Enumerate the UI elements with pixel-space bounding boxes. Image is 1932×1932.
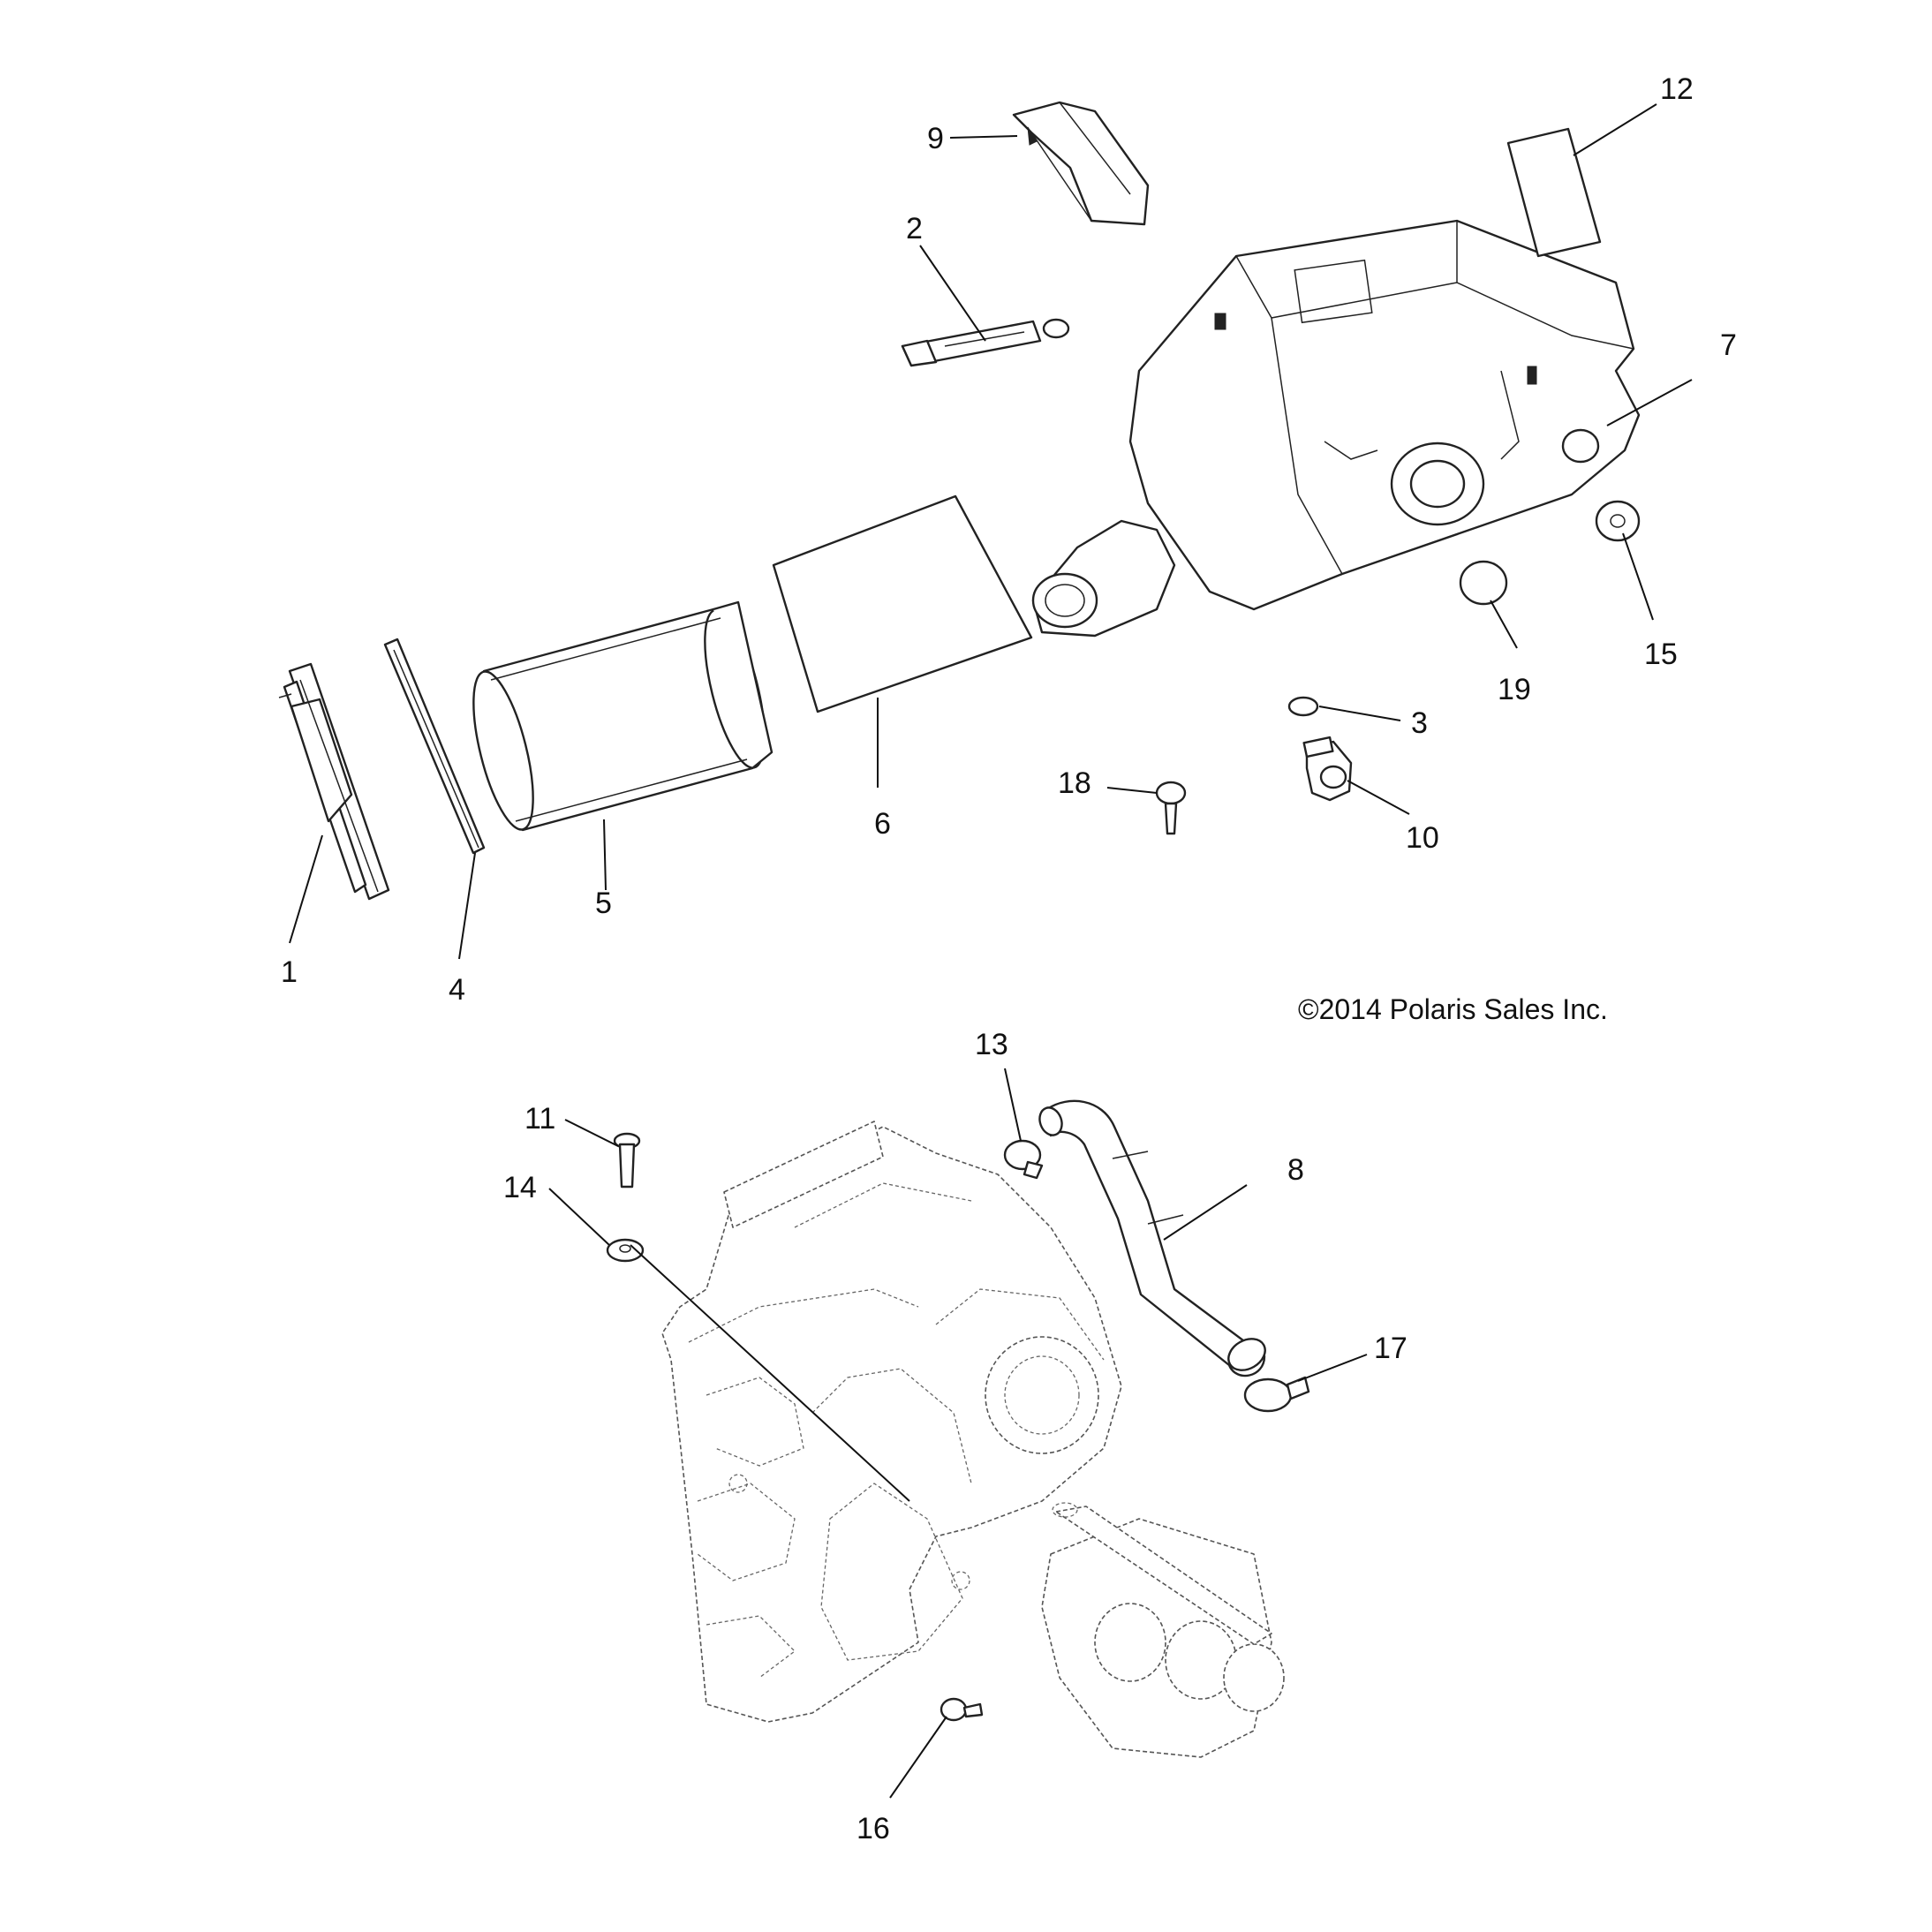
part-16-screw [940, 1697, 984, 1722]
callout-13: 13 [975, 1028, 1008, 1061]
part-13-hose-clamp [1003, 1139, 1044, 1180]
part-6-pre-filter [772, 494, 1033, 713]
part-10-drain-valve [1302, 736, 1353, 802]
part-3-o-ring [1287, 696, 1319, 717]
callout-10: 10 [1406, 821, 1439, 855]
part-2-strap [901, 318, 1070, 367]
part-12-foam-block [1506, 127, 1602, 258]
part-14-washer [606, 1238, 645, 1263]
part-1-airbox-cover [278, 662, 390, 901]
callout-6: 6 [874, 807, 891, 841]
part-9-cover-plate [1012, 101, 1150, 226]
callout-19: 19 [1498, 673, 1531, 706]
callout-12: 12 [1660, 72, 1694, 106]
part-7-airbox-housing [1031, 219, 1641, 638]
callout-8: 8 [1287, 1153, 1304, 1187]
assembled-airbox-ghost [661, 1121, 1122, 1723]
callout-17: 17 [1374, 1332, 1407, 1365]
callout-9: 9 [927, 122, 944, 155]
part-11-bolt [613, 1132, 641, 1189]
part-5-air-filter [472, 600, 774, 832]
part-18-clip [1155, 781, 1187, 835]
callout-18: 18 [1058, 766, 1091, 800]
callout-labels: 1 2 3 4 5 6 7 8 9 10 11 12 13 14 15 16 1… [281, 72, 1737, 1845]
callout-5: 5 [595, 887, 612, 920]
callout-14: 14 [503, 1171, 537, 1204]
callout-11: 11 [525, 1102, 555, 1136]
copyright-notice: ©2014 Polaris Sales Inc. [1298, 993, 1608, 1025]
leader-lines-bottom [548, 1068, 1368, 1799]
callout-7: 7 [1720, 328, 1737, 362]
callout-3: 3 [1411, 706, 1428, 740]
part-15-grommet [1595, 500, 1641, 542]
part-19-grommet [1459, 560, 1508, 606]
callout-1: 1 [281, 955, 298, 989]
callout-16: 16 [857, 1812, 890, 1845]
callout-2: 2 [906, 212, 923, 245]
part-8-breather-hose [1038, 1099, 1266, 1377]
part-17-hose-clamp [1243, 1376, 1310, 1413]
callout-15: 15 [1644, 638, 1678, 671]
throttle-body-ghost [1041, 1502, 1285, 1758]
leader-lines-top [289, 103, 1693, 960]
callout-4: 4 [449, 973, 465, 1007]
part-4-gasket [383, 638, 486, 855]
